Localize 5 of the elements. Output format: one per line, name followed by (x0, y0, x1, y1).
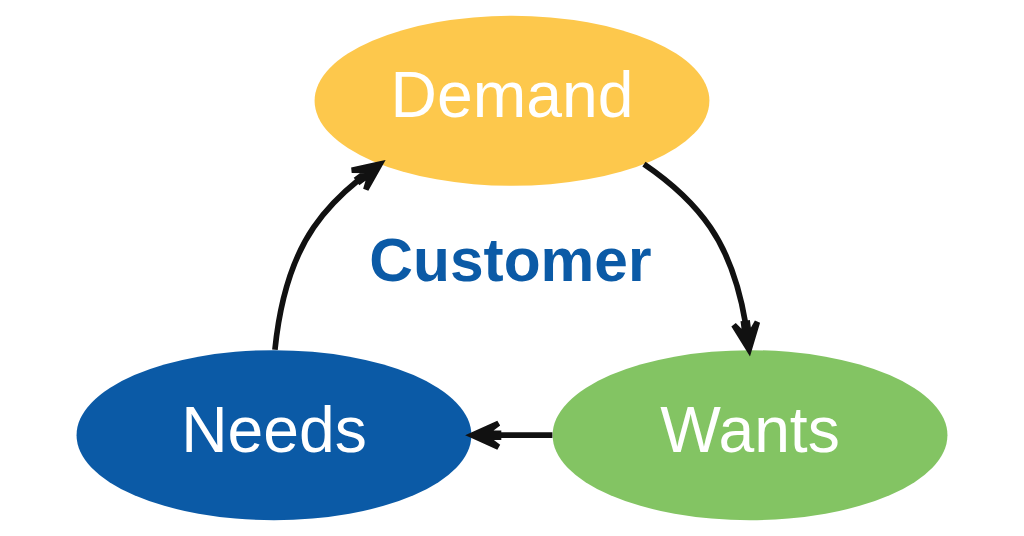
node-ellipse: Needs (76, 350, 472, 521)
node-ellipse: Demand (314, 15, 710, 186)
arrow (272, 161, 383, 351)
label: Customer (369, 226, 652, 295)
node-ellipse: Wants (552, 350, 948, 521)
